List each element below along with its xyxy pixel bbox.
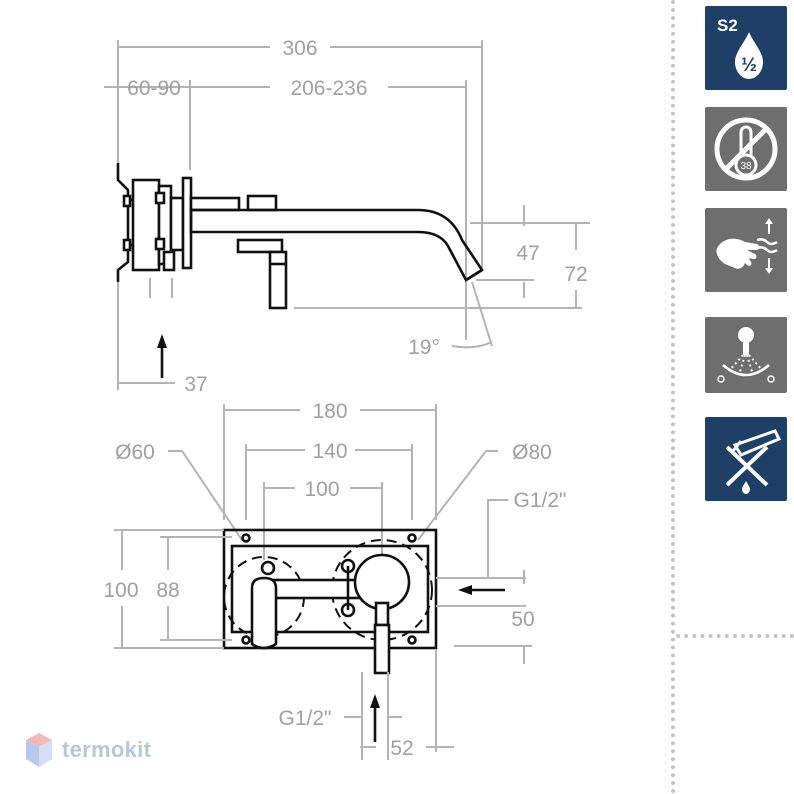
dim-100-height-label: 100 [103,579,138,602]
g12-bottom-label: G1/2" [279,707,332,730]
dim-180-label: 180 [312,400,347,423]
brand-name: termokit [62,737,152,762]
side-view: 306 60-90 206-236 [104,37,590,396]
dim-37-label: 37 [184,373,207,396]
spray-badge [705,317,787,393]
spray-temperature-icon [717,327,775,383]
spout [189,194,484,282]
dim-72: 72 [294,223,588,309]
cube-logo-icon [26,733,52,767]
dim-60-90-label: 60-90 [127,77,181,100]
dim-60-90: 60-90 [104,77,191,170]
dia-60-label: Ø60 [115,441,155,464]
mounting-plate [222,528,438,675]
dim-diameter-60: Ø60 [115,441,243,541]
dim-diameter-80: Ø80 [417,441,552,541]
horizontal-separator [676,634,794,638]
s2-water-badge: S2 ½ [705,6,787,90]
dim-100-height: 100 [103,529,224,649]
dim-52-label: 52 [390,737,413,760]
termokit-logo: termokit [24,730,151,770]
dim-19-degrees: 19° [408,281,493,359]
inlet-bottom: G1/2" [279,672,402,760]
arrow-up-icon [157,334,167,348]
g12-right-label: G1/2" [514,489,567,512]
dim-19-label: 19° [408,336,440,359]
dim-306-label: 306 [282,37,317,60]
dim-180: 180 [223,400,437,520]
s2-label: S2 [717,16,738,35]
no-temperature-limiter-icon: 38 [714,117,778,181]
temp-label: 38 [740,161,752,172]
dim-37: 37 [117,282,208,396]
dim-140-label: 140 [312,440,347,463]
vertical-separator [671,0,675,794]
s2-water-drop-half-icon: S2 ½ [717,16,763,79]
dim-88-label: 88 [156,579,179,602]
dim-306: 306 [117,37,483,268]
dim-50-label: 50 [511,608,534,631]
dim-88: 88 [156,536,232,641]
pullout-badge [705,417,787,501]
dim-100-width-label: 100 [304,478,339,501]
dia-80-label: Ø80 [512,441,552,464]
sensor-badge [705,208,787,292]
arrow-left-icon [458,585,472,595]
dim-100-width: 100 [263,478,383,560]
lever-handle [236,238,288,310]
half-label: ½ [741,55,757,76]
dim-140: 140 [245,440,413,520]
dim-47: 47 [470,205,590,298]
inlet-right: G1/2" [436,489,567,607]
dim-47-label: 47 [516,242,539,265]
temperature-badge: 38 [705,107,787,191]
dim-72-label: 72 [564,263,587,286]
wall-mount-body [116,163,193,298]
no-pull-out-spout-icon [725,429,782,494]
dim-206-236-label: 206-236 [290,77,367,100]
hand-sensor-icon [716,218,778,274]
front-plate-view: 180 140 100 Ø60 Ø80 [103,400,566,760]
dim-206-236: 206-236 [190,77,467,340]
dim-52: 52 [360,650,454,760]
dim-50: 50 [454,570,535,664]
arrow-up-icon [370,694,380,708]
